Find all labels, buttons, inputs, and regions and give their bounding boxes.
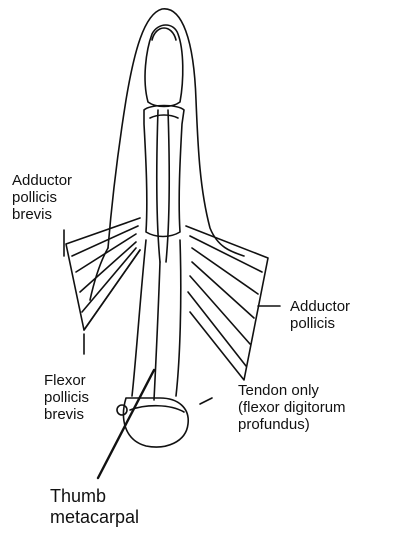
leader-tendon-only (200, 398, 212, 404)
proximal-phalanx (144, 106, 184, 237)
label-line: profundus) (238, 416, 346, 433)
label-line: brevis (44, 406, 89, 423)
label-thumb-metacarpal: Thumb metacarpal (50, 486, 139, 528)
adductor-pollicis-brevis-muscle (66, 218, 140, 330)
label-line: Flexor (44, 372, 89, 389)
metacarpal-shaft (132, 240, 146, 396)
label-flexor-pollicis-brevis: Flexor pollicis brevis (44, 372, 89, 423)
label-line: Adductor (12, 172, 72, 189)
label-line: pollicis (44, 389, 89, 406)
label-line: (flexor digitorum (238, 399, 346, 416)
label-adductor-pollicis: Adductor pollicis (290, 298, 350, 332)
leader-thumb-metacarpal (98, 370, 154, 478)
label-line: Tendon only (238, 382, 346, 399)
label-line: Thumb (50, 486, 139, 507)
label-line: Adductor (290, 298, 350, 315)
label-line: pollicis (290, 315, 350, 332)
thumb-outline (108, 9, 244, 256)
label-adductor-pollicis-brevis: Adductor pollicis brevis (12, 172, 72, 223)
flexor-tendon (157, 110, 160, 262)
label-line: metacarpal (50, 507, 139, 528)
distal-phalanx (145, 25, 183, 107)
label-tendon-only: Tendon only (flexor digitorum profundus) (238, 382, 346, 433)
label-line: pollicis (12, 189, 72, 206)
label-line: brevis (12, 206, 72, 223)
